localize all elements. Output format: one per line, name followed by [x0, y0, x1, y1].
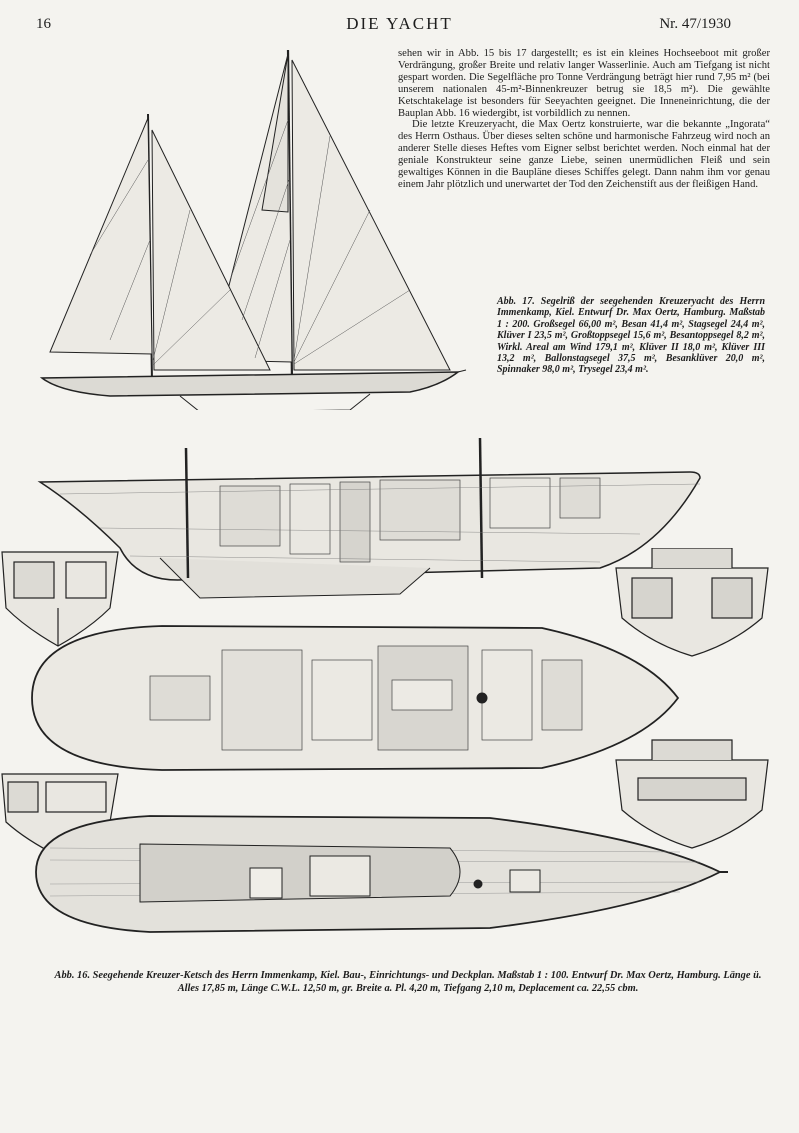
profile-construction-drawing — [0, 438, 799, 618]
figure-16-caption: Abb. 16. Seegehende Kreuzer-Ketsch des H… — [54, 970, 762, 994]
article-paragraph: sehen wir in Abb. 15 bis 17 dargestellt;… — [398, 48, 770, 119]
midship-section-left-upper — [0, 548, 122, 648]
figure-17-caption: Abb. 17. Segelriß der seegehenden Kreuze… — [497, 296, 765, 376]
midship-section-right-lower — [612, 738, 772, 850]
deck-plan-drawing — [30, 808, 730, 938]
journal-title: DIE YACHT — [346, 14, 453, 33]
page-number: 16 — [36, 16, 51, 32]
accommodation-plan-drawing — [22, 620, 682, 780]
article-paragraph: Die letzte Kreuzeryacht, die Max Oertz k… — [398, 119, 770, 190]
page-header: 16 DIE YACHT Nr. 47/1930 — [0, 12, 799, 38]
midship-section-right-upper — [612, 548, 772, 658]
sail-plan-drawing — [30, 40, 470, 410]
article-text: sehen wir in Abb. 15 bis 17 dargestellt;… — [398, 48, 770, 191]
issue-number: Nr. 47/1930 — [659, 16, 731, 32]
